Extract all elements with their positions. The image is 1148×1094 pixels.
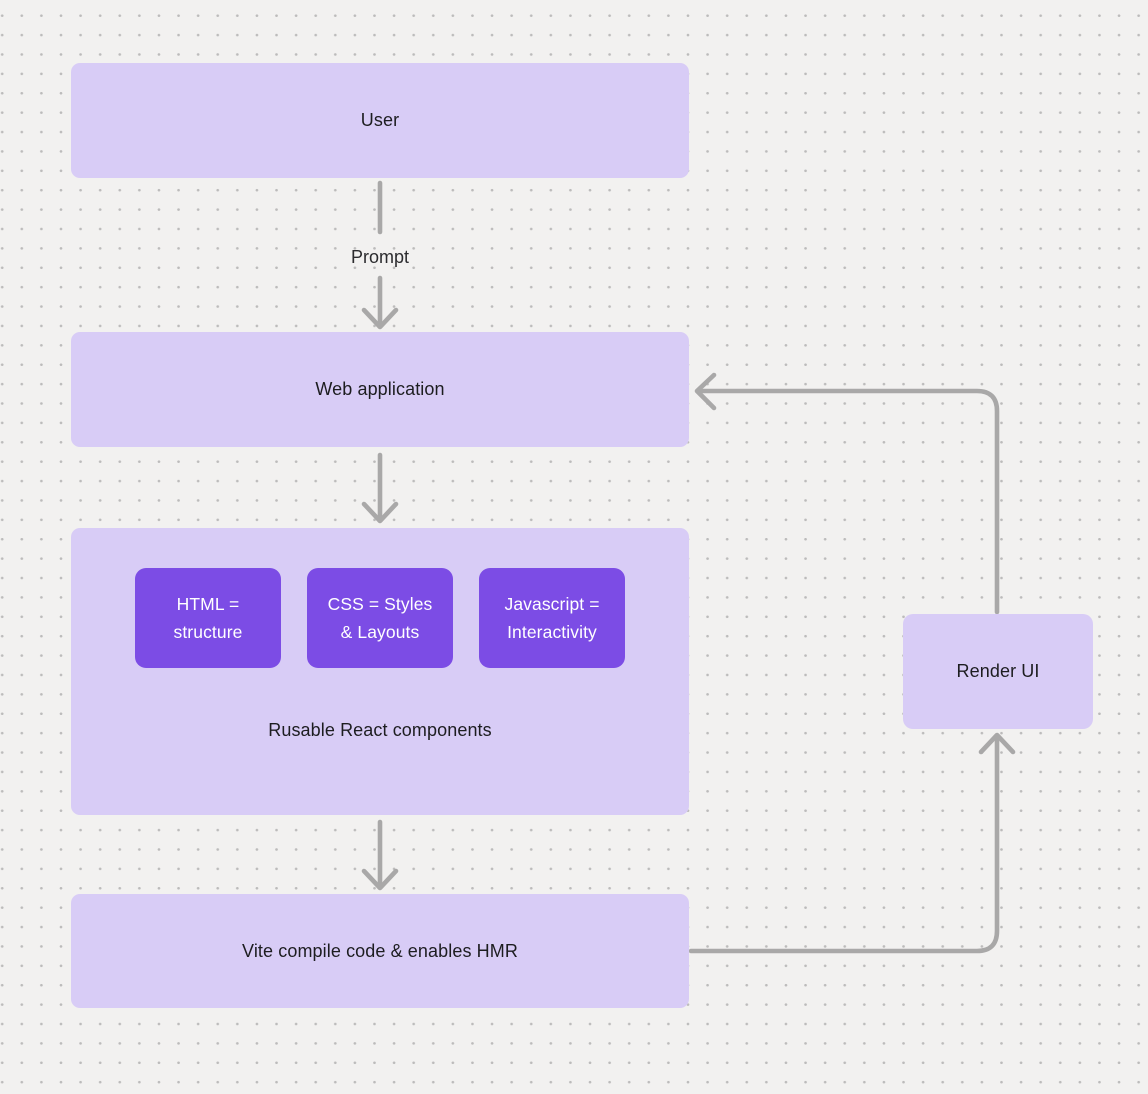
edge-label-prompt: Prompt — [350, 247, 410, 267]
node-vite-label: Vite compile code & enables HMR — [242, 940, 518, 961]
node-web-application: Web application — [71, 332, 689, 447]
node-vite: Vite compile code & enables HMR — [71, 894, 689, 1008]
edge-web-application-to-components — [361, 452, 399, 524]
node-javascript-interactivity: Javascript = Interactivity — [479, 568, 625, 668]
node-user: User — [71, 63, 689, 178]
components-caption: Rusable React components — [268, 720, 492, 740]
node-css-styles-label: CSS = Styles & Layouts — [327, 594, 433, 642]
node-javascript-interactivity-label: Javascript = Interactivity — [504, 594, 600, 642]
node-html-structure-label: HTML = structure — [173, 594, 243, 642]
node-web-application-label: Web application — [315, 379, 445, 399]
node-html-structure: HTML = structure — [135, 568, 281, 668]
node-render-ui: Render UI — [903, 614, 1093, 729]
node-css-styles: CSS = Styles & Layouts — [307, 568, 453, 668]
edge-render-ui-to-web-application — [694, 372, 1000, 615]
node-user-label: User — [360, 110, 400, 130]
edge-components-to-vite — [361, 819, 399, 891]
node-render-ui-label: Render UI — [956, 661, 1040, 681]
components-chip-row: HTML = structure CSS = Styles & Layouts … — [135, 568, 625, 668]
edge-vite-to-render-ui — [688, 732, 1016, 954]
node-react-components: HTML = structure CSS = Styles & Layouts … — [71, 528, 689, 815]
